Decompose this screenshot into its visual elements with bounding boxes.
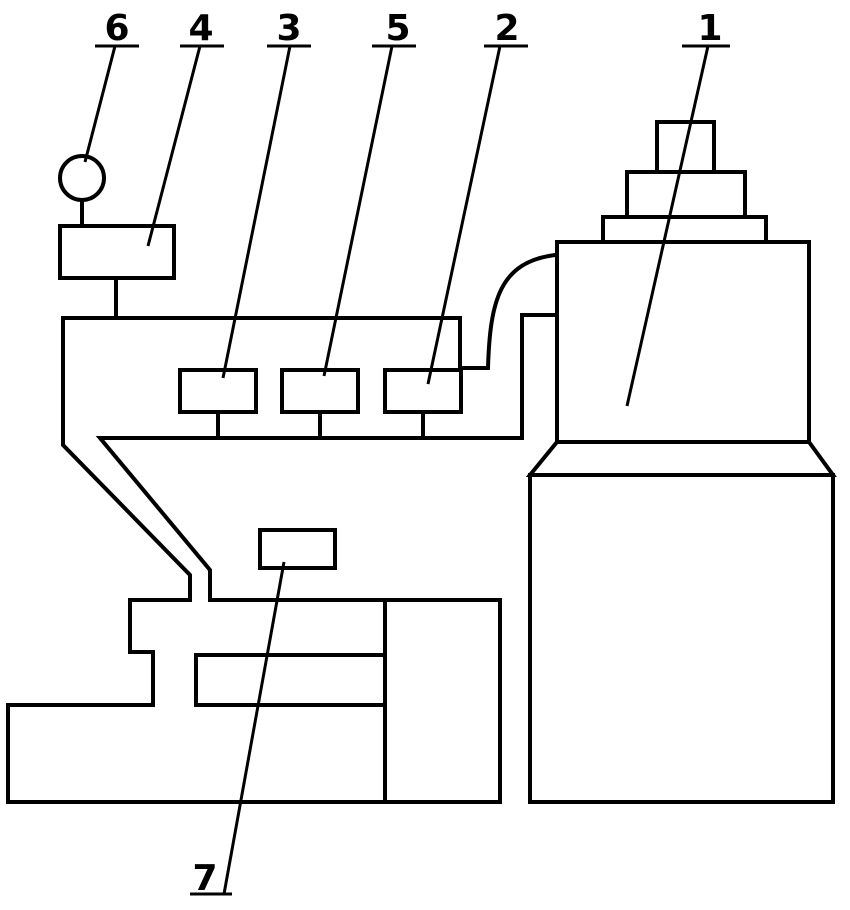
manifold-bottom-and-duct bbox=[95, 313, 559, 602]
tower-second-tier bbox=[625, 170, 747, 219]
box-7 bbox=[258, 528, 337, 570]
manifold-top-and-hose bbox=[61, 252, 558, 370]
leader-7 bbox=[222, 561, 286, 895]
tower-collar bbox=[525, 440, 837, 477]
components-row bbox=[178, 368, 463, 440]
leader-4 bbox=[146, 45, 202, 247]
tower-base-cabinet bbox=[528, 473, 835, 804]
tower-body bbox=[555, 240, 811, 444]
box-5 bbox=[280, 368, 360, 414]
lower-assembly bbox=[6, 598, 502, 804]
label-7: 7 bbox=[192, 858, 217, 899]
lower-main-outline bbox=[6, 598, 502, 804]
callout-labels: 1 2 3 4 5 6 7 bbox=[104, 8, 722, 899]
label-6: 6 bbox=[104, 8, 129, 49]
tower-third-tier bbox=[601, 215, 768, 244]
component-4 bbox=[58, 154, 176, 320]
manifold-left-and-duct bbox=[61, 316, 192, 602]
leader-lines bbox=[83, 44, 730, 896]
leader-3 bbox=[221, 45, 292, 379]
component-1 bbox=[525, 120, 837, 804]
leader-2 bbox=[426, 45, 502, 385]
manifold bbox=[61, 252, 559, 602]
leader-1 bbox=[625, 45, 710, 407]
label-3: 3 bbox=[276, 8, 301, 49]
box-2 bbox=[383, 368, 463, 414]
leader-6 bbox=[83, 45, 117, 163]
box-3 bbox=[178, 368, 258, 414]
lower-left-outline bbox=[128, 598, 192, 707]
lower-inner-step bbox=[194, 653, 387, 707]
leader-5 bbox=[322, 45, 394, 377]
label-4: 4 bbox=[188, 8, 213, 49]
box-4 bbox=[58, 224, 176, 280]
label-5: 5 bbox=[385, 8, 410, 49]
label-1: 1 bbox=[697, 8, 722, 49]
label-2: 2 bbox=[494, 8, 519, 49]
gauge-6 bbox=[58, 154, 106, 202]
